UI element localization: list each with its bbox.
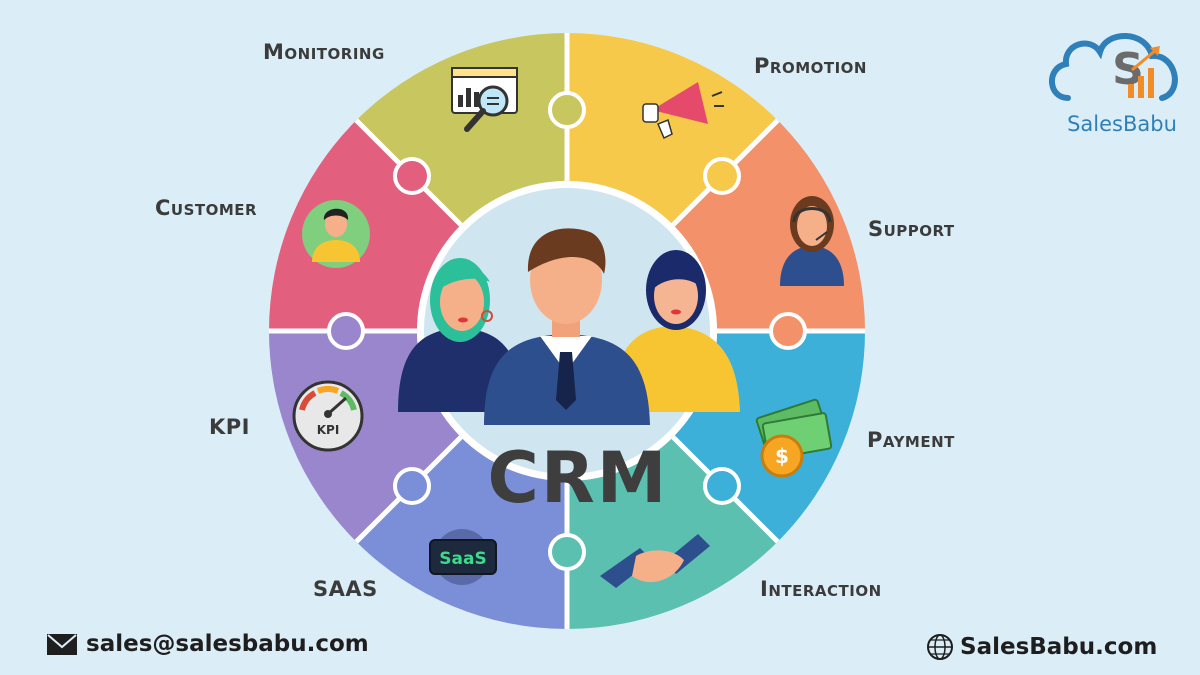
label-promotion: Promotion: [754, 54, 867, 78]
puzzle-knobs: [327, 91, 807, 571]
support-agent-icon: [780, 196, 844, 286]
footer-email[interactable]: sales@salesbabu.com: [86, 631, 369, 657]
saas-badge: SaaS: [439, 549, 486, 569]
email-icon: [47, 634, 77, 655]
label-support: Support: [868, 217, 955, 241]
megaphone-icon: [642, 82, 724, 140]
footer-website[interactable]: SalesBabu.com: [960, 634, 1158, 660]
crm-title: CRM: [487, 437, 669, 519]
label-customer: Customer: [155, 196, 258, 220]
svg-text:$: $: [775, 444, 789, 468]
crm-team-illustration: [398, 228, 740, 425]
label-interaction: Interaction: [760, 577, 882, 601]
kpi-badge: KPI: [317, 423, 340, 437]
man-center-icon: [484, 228, 650, 425]
salesbabu-logo: S: [1049, 33, 1178, 101]
handshake-icon: [600, 534, 710, 588]
label-monitoring: Monitoring: [263, 40, 385, 64]
label-saas: SAAS: [313, 577, 378, 601]
ring-segment-promotion: [567, 33, 778, 225]
kpi-gauge-icon: KPI: [292, 380, 364, 452]
customer-icon: [302, 200, 370, 268]
label-kpi: KPI: [209, 415, 250, 439]
monitoring-icon: [451, 67, 518, 132]
brand-name: SalesBabu: [1067, 112, 1177, 136]
saas-icon: SaaS: [429, 529, 497, 585]
label-payment: Payment: [867, 428, 955, 452]
money-icon: $: [755, 398, 833, 478]
globe-icon: [927, 634, 953, 660]
